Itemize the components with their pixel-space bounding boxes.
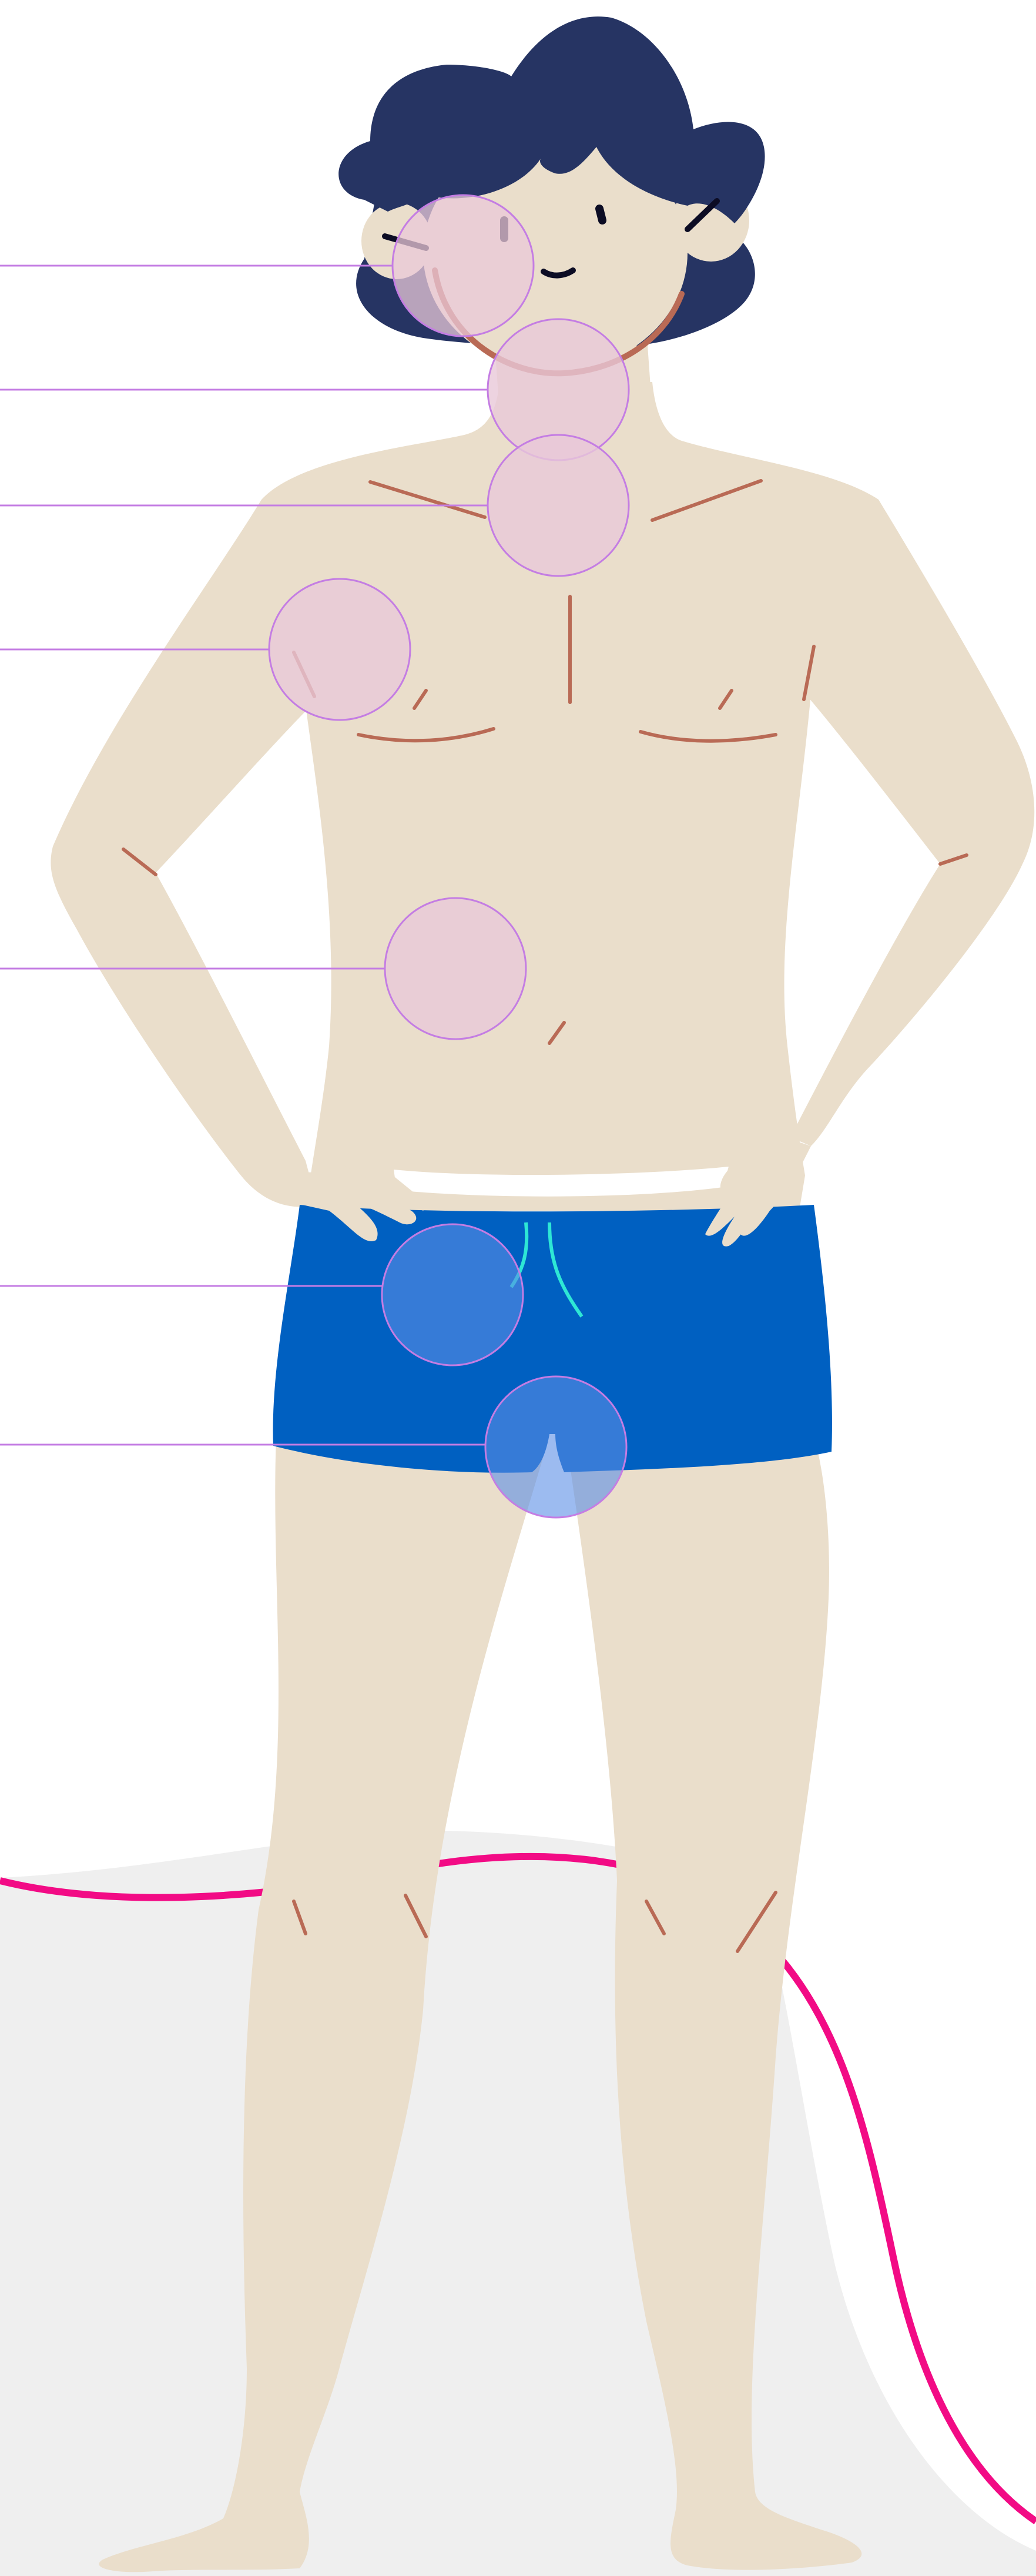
hotspot-groin[interactable] — [0, 1224, 523, 1365]
circle-hotspot-icon[interactable] — [488, 435, 629, 576]
circle-hotspot-icon[interactable] — [485, 1376, 626, 1518]
circle-hotspot-icon[interactable] — [393, 195, 534, 336]
circle-hotspot-icon[interactable] — [269, 579, 410, 720]
circle-hotspot-icon[interactable] — [385, 898, 526, 1039]
circle-hotspot-icon[interactable] — [382, 1224, 523, 1365]
right-eye — [599, 209, 602, 220]
hotspot-ear-throat[interactable] — [0, 195, 534, 336]
